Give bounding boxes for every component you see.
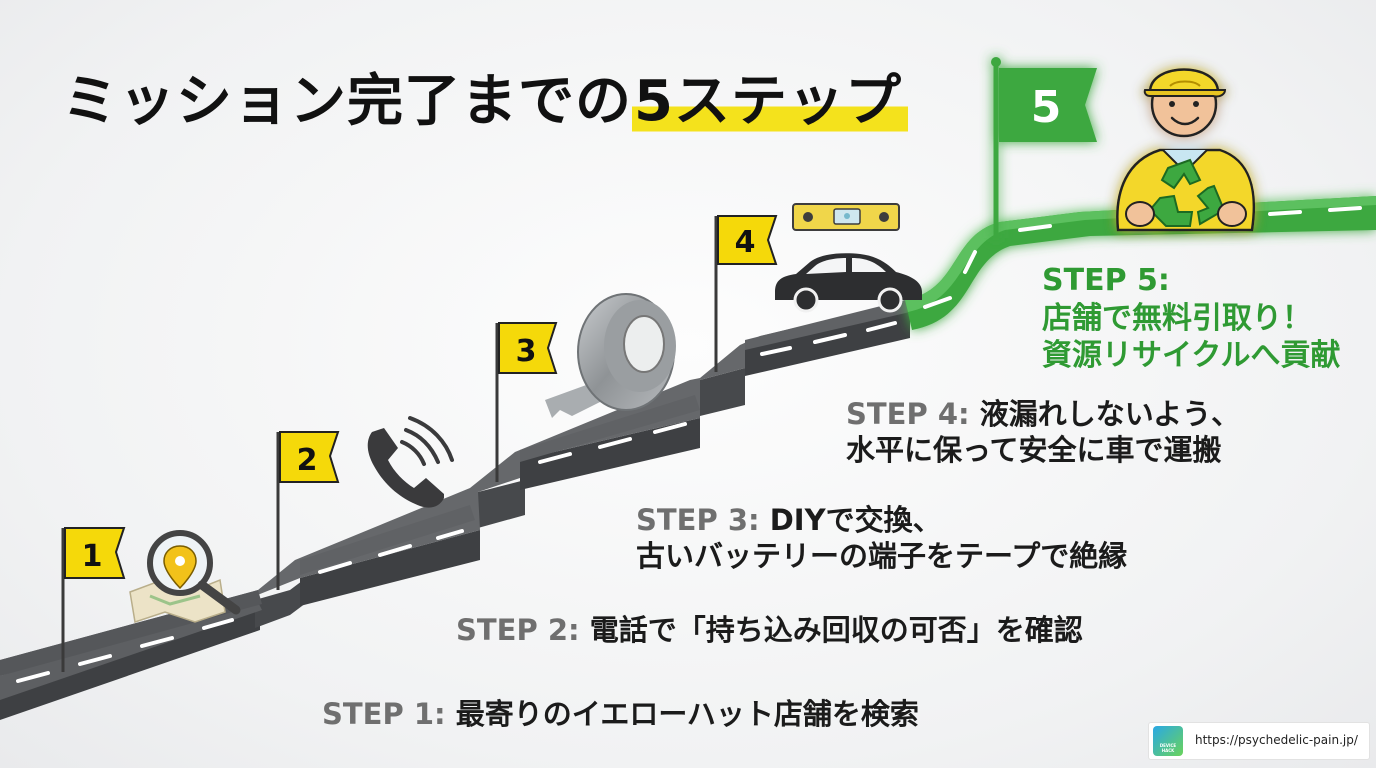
staff-recycle-icon: [1116, 68, 1256, 232]
step-5-line2: 資源リサイクルへ貢献: [1042, 338, 1341, 373]
flag-3-number: 3: [516, 334, 537, 369]
step-1-label: STEP 1:: [322, 697, 446, 731]
car-icon: [775, 253, 922, 313]
step-3-line2: 古いバッテリーの端子をテープで絶縁: [636, 539, 1128, 574]
flag-2-number: 2: [297, 443, 318, 478]
site-logo-text: DEVICE HACK: [1159, 743, 1177, 753]
phone-icon: [367, 416, 454, 508]
title-prefix: ミッション完了までの: [62, 69, 632, 134]
step-5-caption: STEP 5: 店舗で無料引取り！ 資源リサイクルへ貢献: [1042, 262, 1341, 375]
step-4-caption: STEP 4: 液漏れしないよう、 水平に保って安全に車で運搬: [846, 396, 1240, 469]
flag-4-number: 4: [735, 225, 756, 260]
step-2-caption: STEP 2: 電話で「持ち込み回収の可否」を確認: [456, 612, 1083, 648]
step-1-text: 最寄りのイエローハット店舗を検索: [455, 697, 919, 731]
site-logo: DEVICE HACK: [1153, 726, 1183, 756]
goal-road: [905, 196, 1376, 330]
flag-5: 5: [991, 57, 1097, 238]
step-2-label: STEP 2:: [456, 613, 580, 647]
step-5-label: STEP 5:: [1042, 263, 1170, 298]
step-5-line1: 店舗で無料引取り！: [1042, 300, 1312, 336]
flag-5-number: 5: [1031, 82, 1062, 133]
title-highlight: 5ステップ: [632, 69, 908, 134]
step-4-label: STEP 4:: [846, 397, 970, 431]
level-tool-icon: [792, 203, 900, 231]
step-4-line2: 水平に保って安全に車で運搬: [846, 433, 1222, 468]
tape-roll-icon: [545, 293, 676, 418]
flag-1: 1: [61, 527, 126, 672]
flag-2: 2: [276, 431, 340, 590]
flag-1-number: 1: [82, 539, 103, 574]
step-3-caption: STEP 3: DIYで交換、 古いバッテリーの端子をテープで絶縁: [636, 502, 1127, 575]
step-3-line1: DIYで交換、: [769, 503, 942, 537]
site-url[interactable]: https://psychedelic-pain.jp/: [1195, 733, 1358, 747]
step-3-label: STEP 3:: [636, 503, 760, 537]
step-2-text: 電話で「持ち込み回収の可否」を確認: [589, 613, 1083, 647]
page-title: ミッション完了までの5ステップ: [62, 56, 908, 137]
flag-4: 4: [714, 215, 778, 372]
site-badge[interactable]: DEVICE HACK https://psychedelic-pain.jp/: [1148, 722, 1370, 760]
step-4-line1: 液漏れしないよう、: [979, 397, 1241, 431]
step-1-caption: STEP 1: 最寄りのイエローハット店舗を検索: [322, 696, 919, 732]
map-pin-magnifier-icon: [129, 530, 241, 623]
flag-3: 3: [495, 322, 558, 482]
